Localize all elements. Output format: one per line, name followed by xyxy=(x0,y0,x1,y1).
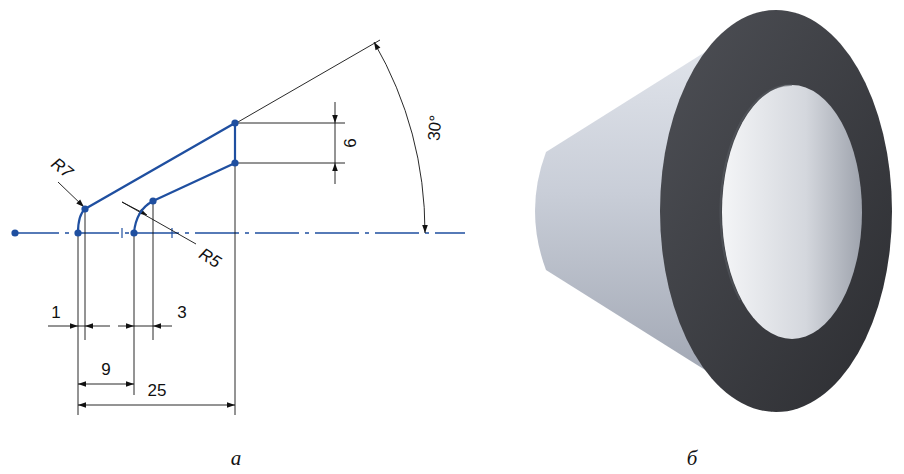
dimension-value: 3 xyxy=(175,303,188,322)
axis-tick xyxy=(171,228,172,238)
dimension-lines xyxy=(48,42,425,405)
dimension-value: 9 xyxy=(99,360,112,379)
radius-label: R7 xyxy=(46,153,78,184)
dimension-value: 30° xyxy=(424,112,446,144)
figure-letter: б xyxy=(685,447,700,470)
dimension-value: 1 xyxy=(49,303,62,322)
center-axis xyxy=(15,232,465,233)
cone-render xyxy=(535,10,892,412)
axis-tick xyxy=(121,228,122,238)
cone-profile xyxy=(78,123,235,233)
extension-lines xyxy=(78,40,380,415)
radius-label: R5 xyxy=(194,243,226,273)
dimension-value: 25 xyxy=(146,381,169,400)
dimension-value: 6 xyxy=(341,136,360,149)
figure-letter: а xyxy=(229,447,244,470)
profile-points xyxy=(11,119,238,236)
